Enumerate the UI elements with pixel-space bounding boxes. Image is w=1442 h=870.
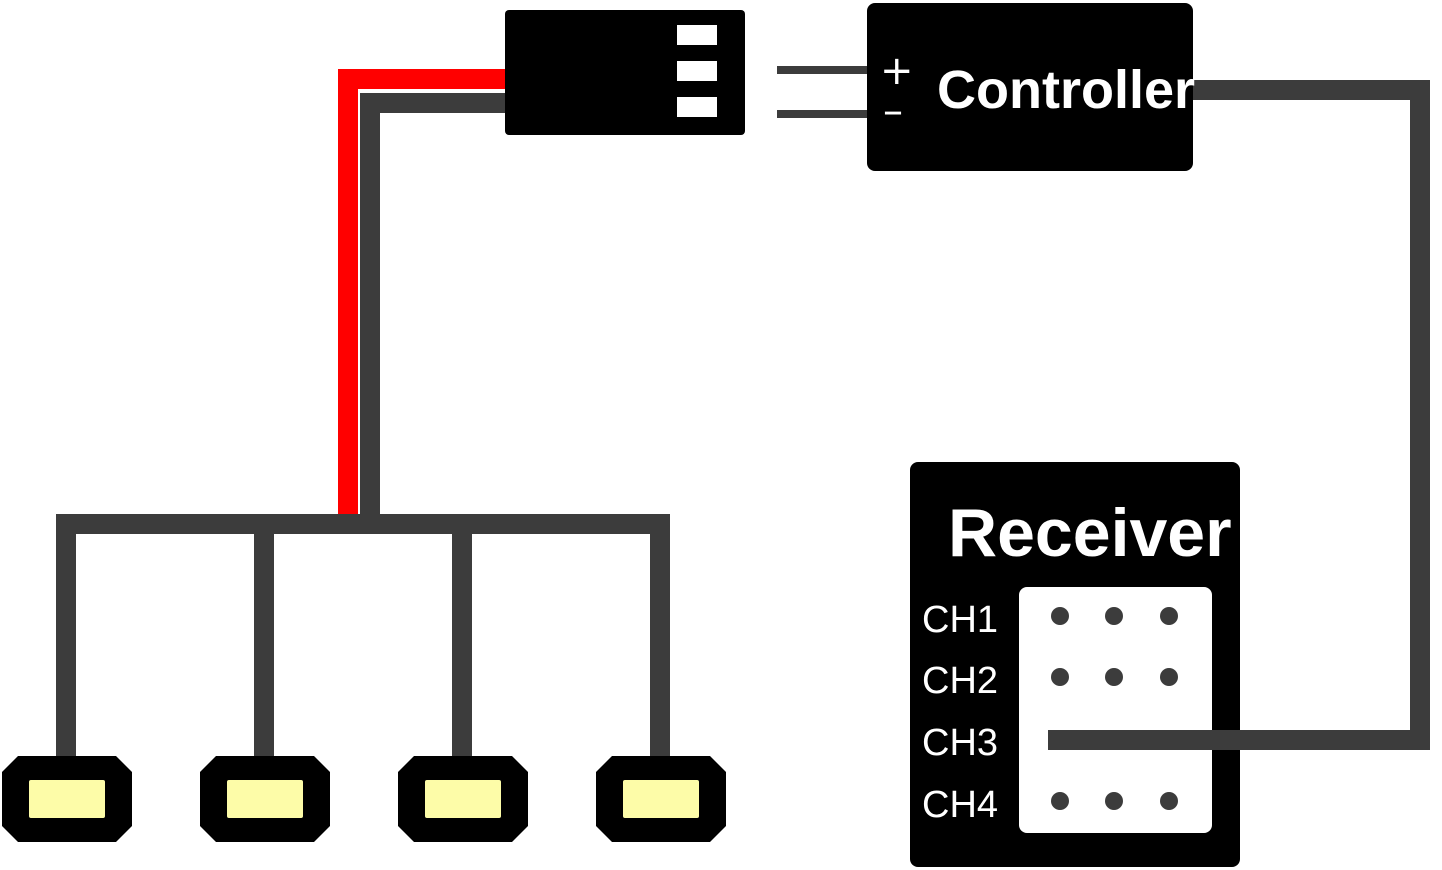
pin-dot — [1160, 668, 1178, 686]
pin-dot — [1105, 668, 1123, 686]
led-lamp — [398, 756, 528, 842]
plug-pin-slot — [677, 25, 717, 45]
controller-label: Controller — [937, 60, 1195, 120]
channel-label: CH2 — [922, 660, 998, 702]
minus-sign: – — [883, 88, 903, 134]
pin-dot — [1051, 607, 1069, 625]
controller-module: + – Controller — [867, 3, 1195, 171]
red-wire — [338, 69, 510, 515]
dark-wire — [360, 93, 510, 515]
pin-dot — [1105, 792, 1123, 810]
plug-pin-slot — [677, 97, 717, 117]
pin-dot — [1160, 792, 1178, 810]
pin-dot — [1105, 607, 1123, 625]
lamp-lens — [227, 780, 303, 818]
pin-dot — [1051, 668, 1069, 686]
lamp-lens — [425, 780, 501, 818]
receiver-title: Receiver — [948, 495, 1232, 571]
channel-header-panel — [1019, 587, 1212, 833]
plus-sign: + — [880, 48, 914, 94]
led-lamp — [200, 756, 330, 842]
led-lamp — [596, 756, 726, 842]
ch2-pins — [1051, 668, 1178, 686]
plug-pin-slot — [677, 61, 717, 81]
pin-dot — [1160, 607, 1178, 625]
three-pin-plug — [505, 10, 745, 135]
lamp-lens — [29, 780, 105, 818]
channel-label: CH1 — [922, 599, 998, 641]
led-lamp — [2, 756, 132, 842]
pin-dot — [1051, 792, 1069, 810]
channel-label: CH4 — [922, 784, 998, 826]
receiver-module: Receiver CH1 CH2 CH3 CH4 — [910, 462, 1240, 867]
ch1-pins — [1051, 607, 1178, 625]
ch4-pins — [1051, 792, 1178, 810]
channel-label: CH3 — [922, 722, 998, 764]
led-harness — [56, 514, 670, 770]
lamp-lens — [623, 780, 699, 818]
